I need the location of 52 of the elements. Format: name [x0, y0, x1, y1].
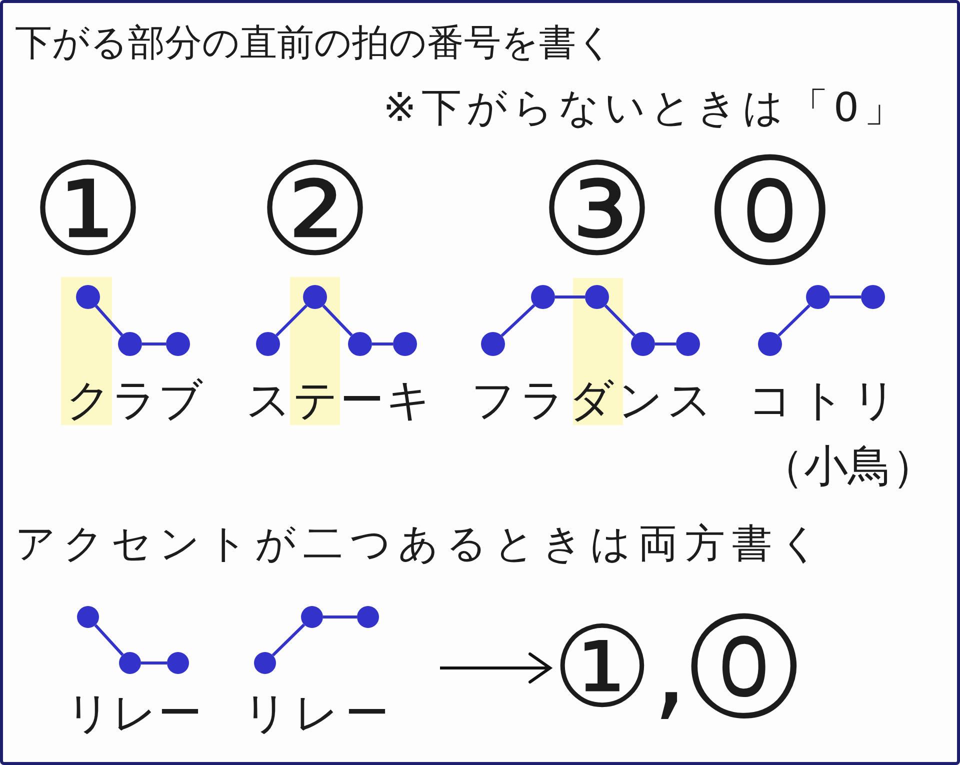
- pitch-line: [655, 342, 676, 346]
- pitch-dot: [357, 606, 379, 628]
- pitch-dot: [254, 652, 276, 674]
- pitch-line: [142, 342, 166, 346]
- katakana-word: クラブ: [66, 379, 204, 423]
- pitch-dot: [167, 652, 189, 674]
- pitch-line: [94, 624, 124, 656]
- pitch-dot: [348, 332, 372, 356]
- pitch-dot: [303, 285, 327, 309]
- title: 下がる部分の直前の拍の番号を書く: [15, 24, 614, 61]
- pitch-dot: [481, 332, 505, 356]
- pitch-line: [778, 304, 810, 337]
- pitch-dot: [77, 606, 99, 628]
- katakana-word: コトリ: [748, 379, 904, 423]
- pitch-dot: [631, 332, 655, 356]
- katakana-word: リレー: [243, 692, 395, 736]
- pitch-line: [500, 304, 536, 337]
- pitch-line: [372, 342, 393, 346]
- pitch-line: [555, 296, 585, 298]
- pitch-dot: [118, 332, 142, 356]
- pitch-dot: [531, 285, 555, 309]
- katakana-word: フラダンス: [471, 379, 716, 423]
- pitch-line: [275, 304, 308, 337]
- accent-number: ①,⓪: [552, 612, 800, 724]
- pitch-dot: [861, 285, 885, 309]
- accent-number: ②: [258, 147, 372, 275]
- pitch-dot: [585, 285, 609, 309]
- pitch-dot: [676, 332, 700, 356]
- katakana-word: ステーキ: [246, 379, 433, 423]
- accent-number: ③: [540, 147, 654, 275]
- pitch-line: [830, 296, 861, 298]
- arrow: [440, 652, 552, 684]
- katakana-word: リレー: [66, 692, 203, 736]
- pitch-line: [94, 304, 124, 336]
- kanji-gloss: （小鳥）: [760, 445, 936, 489]
- pitch-line: [322, 304, 353, 336]
- pitch-dot: [76, 285, 100, 309]
- pitch-dot: [256, 332, 280, 356]
- pitch-dot: [806, 285, 830, 309]
- note-text: ※下がらないときは「0」: [383, 88, 909, 128]
- instruction-text: アクセントが二つあるときは両方書く: [15, 524, 827, 564]
- accent-number: ⓪: [711, 152, 829, 270]
- pitch-line: [323, 616, 357, 618]
- pitch-dot: [166, 332, 190, 356]
- pitch-dot: [758, 332, 782, 356]
- accent-number: ①: [30, 147, 146, 275]
- pitch-dot: [301, 606, 323, 628]
- pitch-line: [272, 624, 306, 656]
- pitch-line: [141, 662, 167, 664]
- pitch-dot: [393, 332, 417, 356]
- pitch-dot: [119, 652, 141, 674]
- pitch-line: [604, 304, 636, 336]
